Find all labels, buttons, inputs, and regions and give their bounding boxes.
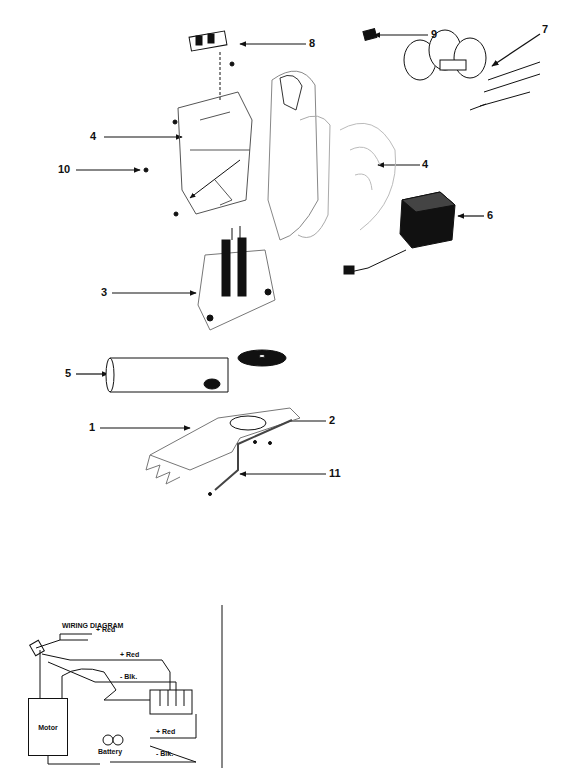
callout-number: 7 — [542, 24, 548, 35]
assembly-line — [220, 52, 221, 100]
clip — [363, 29, 377, 41]
callout-number: 4 — [422, 159, 428, 170]
leader-line — [240, 43, 306, 44]
wire-label: + Red — [120, 651, 139, 658]
leader-line — [378, 164, 420, 165]
node-text: Motor — [28, 698, 68, 731]
battery-pack — [363, 29, 540, 110]
leader-lines — [76, 34, 540, 474]
leads — [470, 62, 540, 110]
housing-halves — [178, 71, 396, 240]
pin-tip — [232, 228, 233, 240]
housing-arrow — [190, 160, 240, 198]
wire-label: - Blk. — [120, 673, 137, 680]
wire — [36, 640, 176, 690]
battery-symbol: Battery — [98, 734, 148, 764]
callout-number: 1 — [89, 422, 95, 433]
wire-label: + Red — [156, 728, 175, 735]
screw — [230, 62, 234, 66]
divider — [222, 605, 223, 768]
node-text: Battery — [98, 734, 148, 755]
switch-symbol — [30, 640, 45, 655]
charger-cord — [350, 250, 406, 272]
pin — [238, 238, 246, 296]
leader-line — [100, 427, 190, 428]
callout-number: 2 — [329, 415, 335, 426]
leader-line — [112, 292, 196, 293]
motor-box — [29, 699, 68, 756]
leader-line — [458, 215, 484, 216]
leader-line — [76, 169, 140, 170]
gear-wheel — [238, 350, 286, 366]
charger-plug — [344, 266, 354, 274]
callout-number: 3 — [101, 287, 107, 298]
tab — [440, 60, 466, 70]
leader-line — [492, 34, 540, 66]
housing-body — [198, 250, 275, 330]
gear-hub — [259, 355, 265, 358]
wire — [48, 714, 196, 764]
guard-bar — [215, 420, 292, 490]
screw — [174, 212, 178, 216]
wire-label: + Red — [96, 626, 115, 633]
callout-number: 9 — [431, 29, 437, 40]
motor-end — [106, 358, 114, 392]
screw — [173, 120, 177, 124]
blade-assembly — [146, 408, 300, 496]
switch — [144, 31, 234, 216]
housing-inner — [298, 116, 330, 238]
wire — [40, 650, 116, 700]
screw — [207, 315, 213, 321]
pinion — [204, 379, 220, 389]
switch-body — [189, 31, 227, 51]
pin — [222, 240, 230, 296]
blade — [150, 408, 300, 470]
charger-body — [400, 192, 455, 248]
cell-symbol — [103, 735, 113, 745]
screw — [144, 168, 148, 172]
callout-number: 10 — [58, 164, 70, 175]
cell — [454, 38, 486, 78]
terminal-block — [150, 690, 192, 714]
switch-lever — [60, 634, 92, 640]
blade-slot — [230, 416, 266, 430]
housing-left — [178, 92, 252, 214]
blade-teeth — [146, 455, 180, 484]
leader-line — [76, 373, 108, 374]
handle-cover — [340, 123, 396, 230]
screw — [269, 442, 272, 445]
screw — [209, 493, 212, 496]
callout-number: 8 — [309, 38, 315, 49]
gear-housing — [198, 226, 275, 330]
trigger — [280, 75, 302, 110]
wire — [104, 700, 150, 701]
callout-number: 4 — [90, 131, 96, 142]
housing-right — [268, 71, 318, 240]
callout-number: 11 — [329, 468, 341, 479]
housing-detail — [190, 112, 250, 205]
pin-tip — [240, 226, 241, 238]
motor-assembly — [106, 350, 286, 392]
screw — [254, 441, 257, 444]
screw — [265, 289, 271, 295]
motor-symbol: Motor — [28, 698, 68, 756]
cell-symbol — [113, 735, 123, 745]
motor-can — [110, 358, 228, 392]
charger — [344, 192, 455, 274]
switch-contact — [208, 34, 214, 43]
callout-number: 5 — [65, 368, 71, 379]
callout-number: 6 — [487, 210, 493, 221]
leader-line — [240, 473, 326, 474]
leader-line — [104, 136, 182, 137]
leader-line — [374, 34, 428, 35]
terminals — [160, 690, 184, 706]
wire-label: - Blk. — [156, 750, 173, 757]
switch-contact — [196, 36, 202, 45]
charger-top — [402, 192, 455, 212]
